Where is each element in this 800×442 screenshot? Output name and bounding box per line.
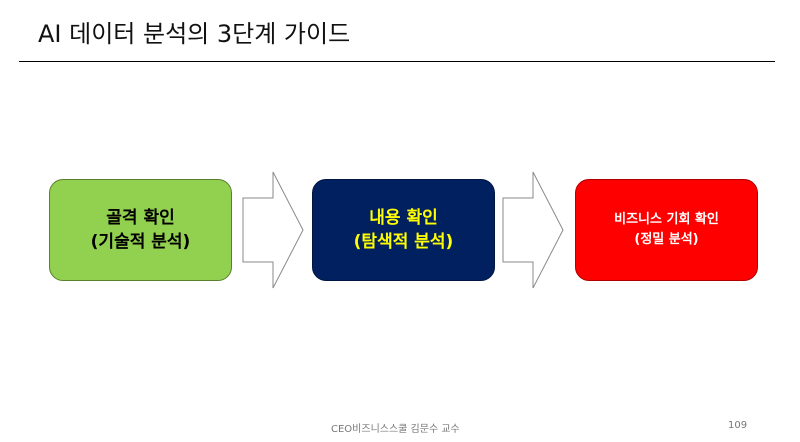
step-structure-check: 골격 확인 (기술적 분석) — [49, 179, 232, 281]
right-arrow-icon — [242, 171, 304, 289]
step-sublabel: (탐색적 분석) — [353, 232, 454, 252]
step-label: 내용 확인 — [369, 208, 438, 228]
right-arrow-icon — [502, 171, 564, 289]
step-label: 골격 확인 — [106, 208, 175, 228]
step-business-opportunity: 비즈니스 기회 확인 (정밀 분석) — [575, 179, 758, 281]
title-divider — [19, 61, 775, 62]
step-sublabel: (기술적 분석) — [90, 232, 191, 252]
step-sublabel: (정밀 분석) — [634, 232, 699, 247]
step-content-check: 내용 확인 (탐색적 분석) — [312, 179, 495, 281]
step-label: 비즈니스 기회 확인 — [614, 212, 719, 227]
footer-text: CEO비즈니스스쿨 김문수 교수 — [331, 424, 460, 435]
page-number: 109 — [728, 420, 748, 431]
slide-title: AI 데이터 분석의 3단계 가이드 — [38, 20, 351, 48]
